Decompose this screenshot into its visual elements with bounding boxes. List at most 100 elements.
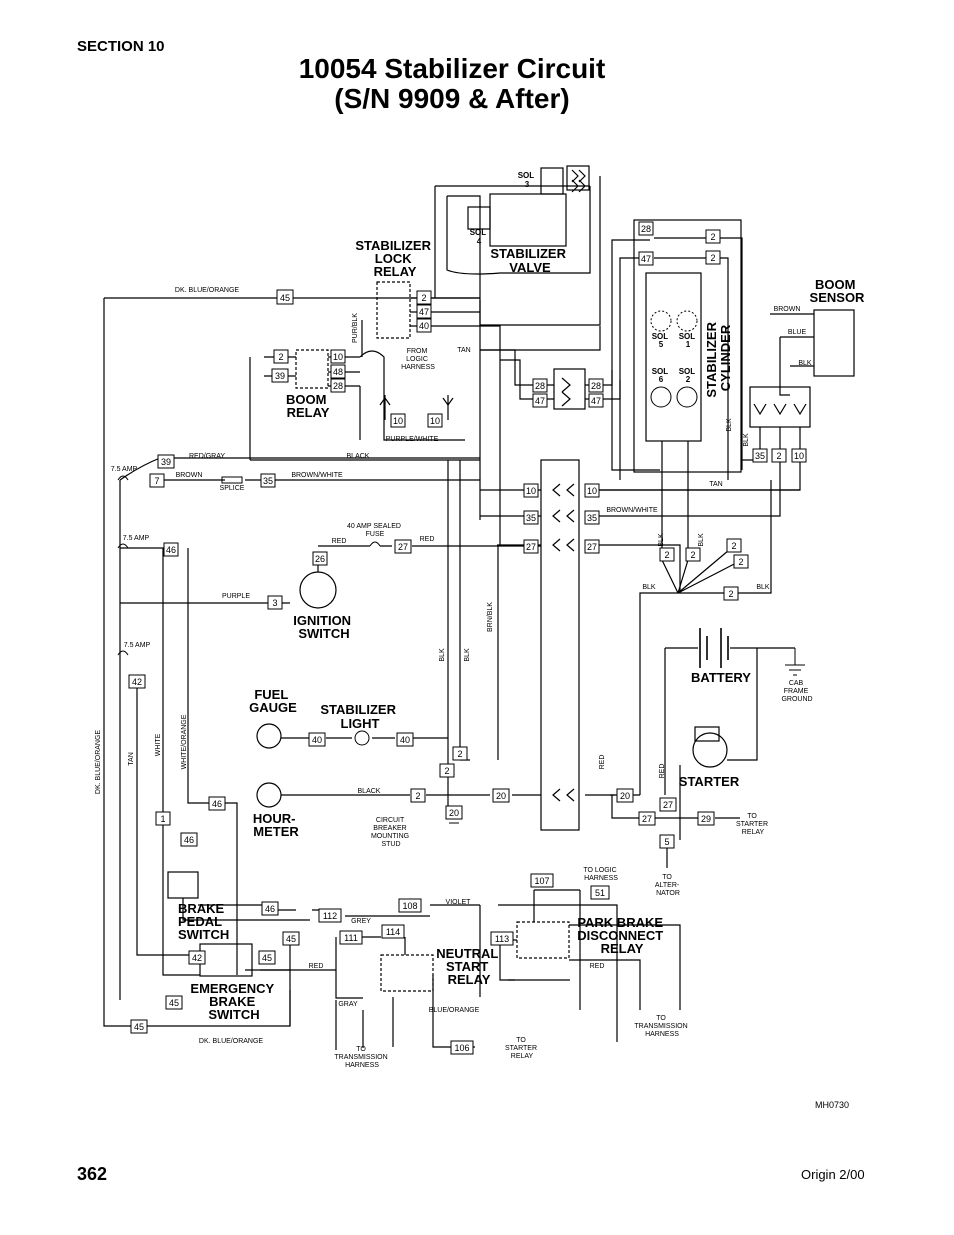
num-48-boom: 48 (333, 367, 343, 377)
sol2-coil (676, 386, 698, 408)
num-46-brake: 46 (265, 904, 275, 914)
label-sol4: SOL 4 (470, 228, 489, 246)
sol5-coil (650, 310, 672, 332)
box-27-center-b (584, 539, 600, 554)
wl-7-5amp-1: 7.5 AMP (111, 466, 138, 473)
label-park-brake-relay: PARK BRAKE DISCONNECT RELAY (577, 915, 667, 956)
num-39-left: 39 (161, 457, 171, 467)
box-106 (450, 1040, 474, 1055)
box-39-left (157, 454, 175, 469)
num-47-cyl: 47 (641, 254, 651, 264)
connector-arrows-20 (552, 788, 575, 802)
wl-to-transmission-bottom: TO TRANSMISSION HARNESS (334, 1046, 389, 1069)
box-112 (318, 908, 342, 923)
box-114 (381, 924, 405, 939)
wl-blk-center-a: BLK (439, 648, 446, 662)
box-2-cyl-a (705, 229, 721, 244)
wl-cb-stud: CIRCUIT BREAKER MOUNTING STUD (371, 817, 411, 848)
wl-purple-white: PURPLE/WHITE (386, 436, 439, 443)
wl-blk-cyl-2: BLK (743, 433, 750, 447)
label-ignition-switch: IGNITION SWITCH (293, 613, 354, 641)
num-2-fan-b: 2 (690, 550, 695, 560)
box-28-left (532, 378, 548, 393)
wl-to-alternator: TO ALTER- NATOR (655, 874, 681, 897)
box-29 (697, 811, 715, 826)
wire-brown (150, 479, 481, 520)
num-2-fan-d: 2 (738, 557, 743, 567)
revision-note: Origin 2/00 (801, 1167, 865, 1182)
box-26 (312, 551, 328, 566)
wl-red-fuse-a: RED (332, 538, 347, 545)
box-42-top (128, 674, 146, 689)
num-46-hour: 46 (212, 799, 222, 809)
num-112: 112 (323, 911, 337, 921)
num-111: 111 (344, 933, 358, 943)
box-46-left (163, 542, 179, 557)
box-20-center (492, 788, 510, 803)
num-2-light-b: 2 (444, 766, 449, 776)
ignition-switch (299, 571, 337, 609)
num-2-fan-c: 2 (731, 541, 736, 551)
box-10-sensor (791, 448, 807, 463)
box-2-fan-a (659, 547, 675, 562)
sol3-box (540, 167, 564, 195)
num-10-center-a: 10 (526, 486, 536, 496)
label-sol2: SOL 2 (679, 367, 698, 384)
box-40-light-b (396, 732, 414, 747)
num-51: 51 (595, 888, 605, 898)
wl-brown-white-right: BROWN/WHITE (606, 507, 658, 514)
box-20-right (616, 788, 634, 803)
wl-fuse40: 40 AMP SEALED FUSE (347, 523, 403, 538)
num-3: 3 (272, 598, 277, 608)
box-10-boom (330, 349, 346, 364)
num-20-center: 20 (496, 791, 506, 801)
brake-pedal-switch-box (167, 871, 199, 899)
num-42-brake: 42 (192, 953, 202, 963)
wl-white-orange: WHITE/ORANGE (181, 714, 188, 769)
label-sol6: SOL 6 (652, 367, 671, 384)
num-28-left: 28 (535, 381, 545, 391)
wl-violet: VIOLET (446, 899, 472, 906)
box-108 (398, 898, 422, 913)
emergency-brake-switch-box (199, 943, 253, 977)
num-26: 26 (315, 554, 325, 564)
num-108: 108 (402, 901, 417, 911)
num-2-boom: 2 (278, 352, 283, 362)
wire-ground-fan (639, 480, 772, 795)
junction-block (540, 459, 580, 831)
label-emergency-brake-switch: EMERGENCY BRAKE SWITCH (190, 981, 277, 1022)
wl-blk-center-b: BLK (464, 648, 471, 662)
wire-center (480, 239, 650, 400)
num-42-top: 42 (132, 677, 142, 687)
wl-cab-frame: CAB FRAME GROUND (781, 680, 812, 703)
box-45-bottom (130, 1019, 148, 1034)
box-40-light-a (308, 732, 326, 747)
box-5 (659, 834, 675, 849)
num-39-boom: 39 (275, 371, 285, 381)
box-10-center-a (523, 483, 539, 498)
wl-blue-sensor: BLUE (788, 329, 807, 336)
connector-arrows-center (561, 377, 571, 407)
num-28-cyl: 28 (641, 224, 651, 234)
wl-red-gray: RED/GRAY (189, 453, 225, 460)
title-line-2: (S/N 9909 & After) (334, 83, 570, 114)
num-27-starter-b: 27 (642, 814, 652, 824)
num-45-ebrake-low: 45 (169, 998, 179, 1008)
wl-blk-cyl: BLK (726, 418, 733, 432)
box-2-fan-c (726, 538, 742, 553)
num-7: 7 (154, 476, 159, 486)
label-sol5: SOL 5 (652, 332, 671, 349)
connector-arrows-27 (552, 538, 575, 552)
stab-light-bulb (354, 730, 370, 746)
num-20-cb: 20 (449, 808, 459, 818)
wire-lower (182, 889, 681, 1050)
wl-blk-fan-b: BLK (698, 533, 705, 547)
title-line-1: 10054 Stabilizer Circuit (298, 53, 606, 84)
label-sol1: SOL 1 (679, 332, 698, 349)
boom-relay-box (295, 349, 329, 389)
wl-purple: PURPLE (222, 593, 250, 600)
num-45-brake: 45 (286, 934, 296, 944)
box-47-cyl (638, 251, 654, 266)
box-3 (267, 595, 283, 610)
sol3-connector (566, 165, 590, 191)
